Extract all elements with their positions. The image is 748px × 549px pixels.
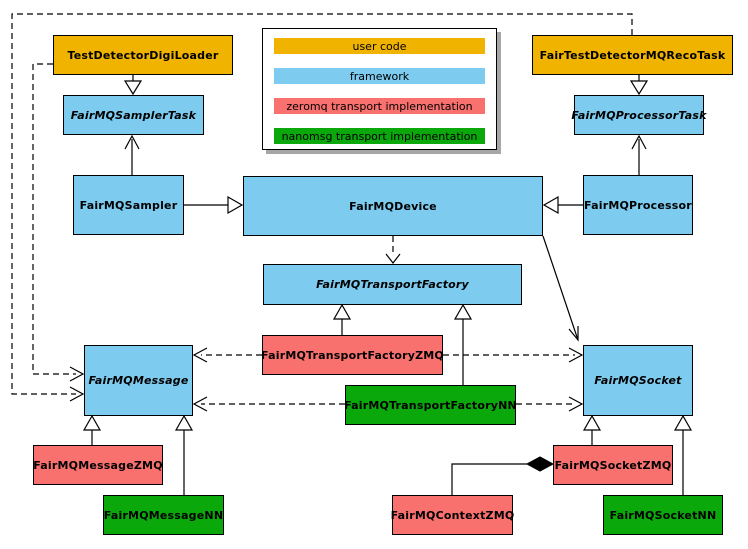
node-fairmqsocket: FairMQSocket	[583, 345, 693, 416]
node-fairmqprocessortask: FairMQProcessorTask	[571, 95, 706, 135]
node-fairmqsamplertask: FairMQSamplerTask	[63, 95, 204, 135]
node-fairmqtransportfactoryzmq: FairMQTransportFactoryZMQ	[261, 335, 444, 375]
legend-item-framework: framework	[274, 68, 485, 84]
edge-processor-to-processortask	[631, 134, 647, 175]
edge-factoryzmq-to-socket	[443, 347, 584, 363]
edge-factoryzmq-to-message	[192, 347, 262, 363]
edge-messagezmq-to-message	[82, 414, 102, 445]
edge-recotask-to-processortask	[629, 75, 649, 96]
edge-contextzmq-to-socketzmq	[451, 456, 555, 495]
edge-digiloader-to-message	[32, 63, 85, 382]
node-fairmqtransportfactorynn: FairMQTransportFactoryNN	[344, 385, 517, 425]
edge-digiloader-to-samplertask	[123, 75, 143, 96]
node-fairtestdetectormqrecotask: FairTestDetectorMQRecoTask	[532, 35, 733, 75]
edge-socketzmq-to-socket	[582, 414, 602, 445]
edge-factorynn-to-message	[192, 396, 345, 412]
legend-item-zeromq: zeromq transport implementation	[274, 98, 485, 114]
edge-socketnn-to-socket	[673, 414, 693, 495]
node-fairmqsocketnn: FairMQSocketNN	[603, 495, 723, 535]
edge-processor-to-device	[542, 195, 583, 215]
legend-box: user code framework zeromq transport imp…	[262, 28, 497, 150]
edge-factoryzmq-to-factory	[332, 303, 352, 335]
edge-sampler-to-samplertask	[124, 134, 140, 175]
edge-sampler-to-device	[184, 195, 244, 215]
edge-messagenn-to-message	[174, 414, 194, 495]
node-fairmqdevice: FairMQDevice	[243, 176, 543, 236]
node-fairmqsampler: FairMQSampler	[73, 175, 184, 235]
node-fairmqsocketzmq: FairMQSocketZMQ	[553, 445, 673, 485]
node-fairmqprocessor: FairMQProcessor	[583, 175, 693, 235]
node-fairmqtransportfactory: FairMQTransportFactory	[263, 264, 522, 305]
edge-device-to-socket	[542, 235, 579, 342]
legend-item-nanomsg: nanomsg transport implementation	[274, 128, 485, 144]
node-fairmqcontextzmq: FairMQContextZMQ	[391, 495, 514, 535]
edge-factorynn-to-socket	[516, 396, 584, 412]
edge-device-to-factory	[385, 236, 401, 264]
node-fairmqmessagenn: FairMQMessageNN	[103, 495, 224, 535]
node-fairmqmessagezmq: FairMQMessageZMQ	[33, 445, 163, 485]
legend-item-user-code: user code	[274, 38, 485, 54]
node-testdetectordigiloader: TestDetectorDigiLoader	[53, 35, 233, 75]
edge-recotask-to-message	[11, 13, 633, 402]
edge-factorynn-to-factory	[453, 303, 473, 385]
node-fairmqmessage: FairMQMessage	[84, 345, 193, 416]
